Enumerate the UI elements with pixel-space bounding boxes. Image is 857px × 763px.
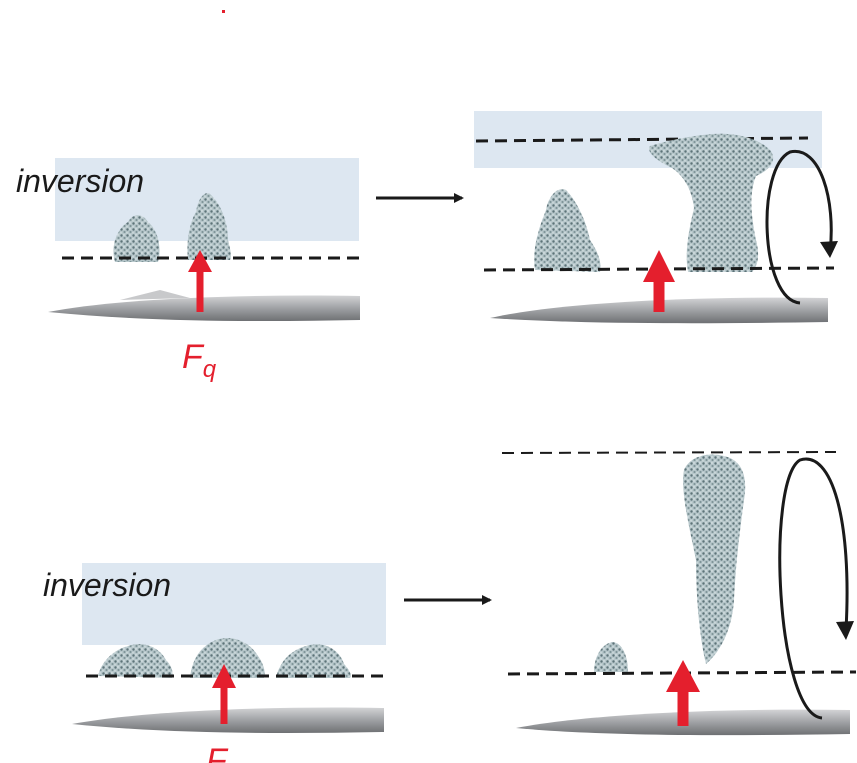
- force-arrow-head: [188, 250, 212, 272]
- ground-surface: [72, 707, 384, 734]
- cloud: [276, 644, 351, 678]
- force-arrow-head: [666, 660, 700, 692]
- panel-bottom-left: inversion F: [43, 563, 388, 763]
- small-cloud: [594, 642, 628, 672]
- stray-mark: [222, 10, 225, 13]
- inversion-label: inversion: [43, 567, 171, 603]
- force-label: Fq: [182, 338, 217, 383]
- inversion-layer: [82, 563, 386, 645]
- cloud: [98, 643, 173, 678]
- inversion-top-line: [501, 451, 837, 454]
- top-row: inversion Fq: [16, 111, 838, 383]
- inversion-top-line: [475, 136, 809, 143]
- panel-top-left: inversion Fq: [16, 158, 362, 383]
- bottom-row: inversion F: [43, 451, 857, 763]
- force-label: F: [206, 742, 229, 763]
- panel-bottom-right: [501, 451, 857, 736]
- force-arrow-head: [212, 664, 236, 688]
- circulation-arrow: [765, 150, 833, 305]
- deep-cloud: [649, 133, 774, 272]
- panel-top-right: [474, 111, 838, 324]
- small-cloud: [113, 215, 160, 262]
- cloud: [190, 637, 265, 678]
- ground-surface: [48, 295, 360, 322]
- growing-cloud: [187, 193, 231, 260]
- inversion-label: inversion: [16, 163, 144, 199]
- shallow-cloud: [534, 189, 601, 272]
- force-arrow-head: [643, 250, 675, 282]
- circulation-arrow: [778, 457, 849, 720]
- deep-cloud: [683, 454, 746, 664]
